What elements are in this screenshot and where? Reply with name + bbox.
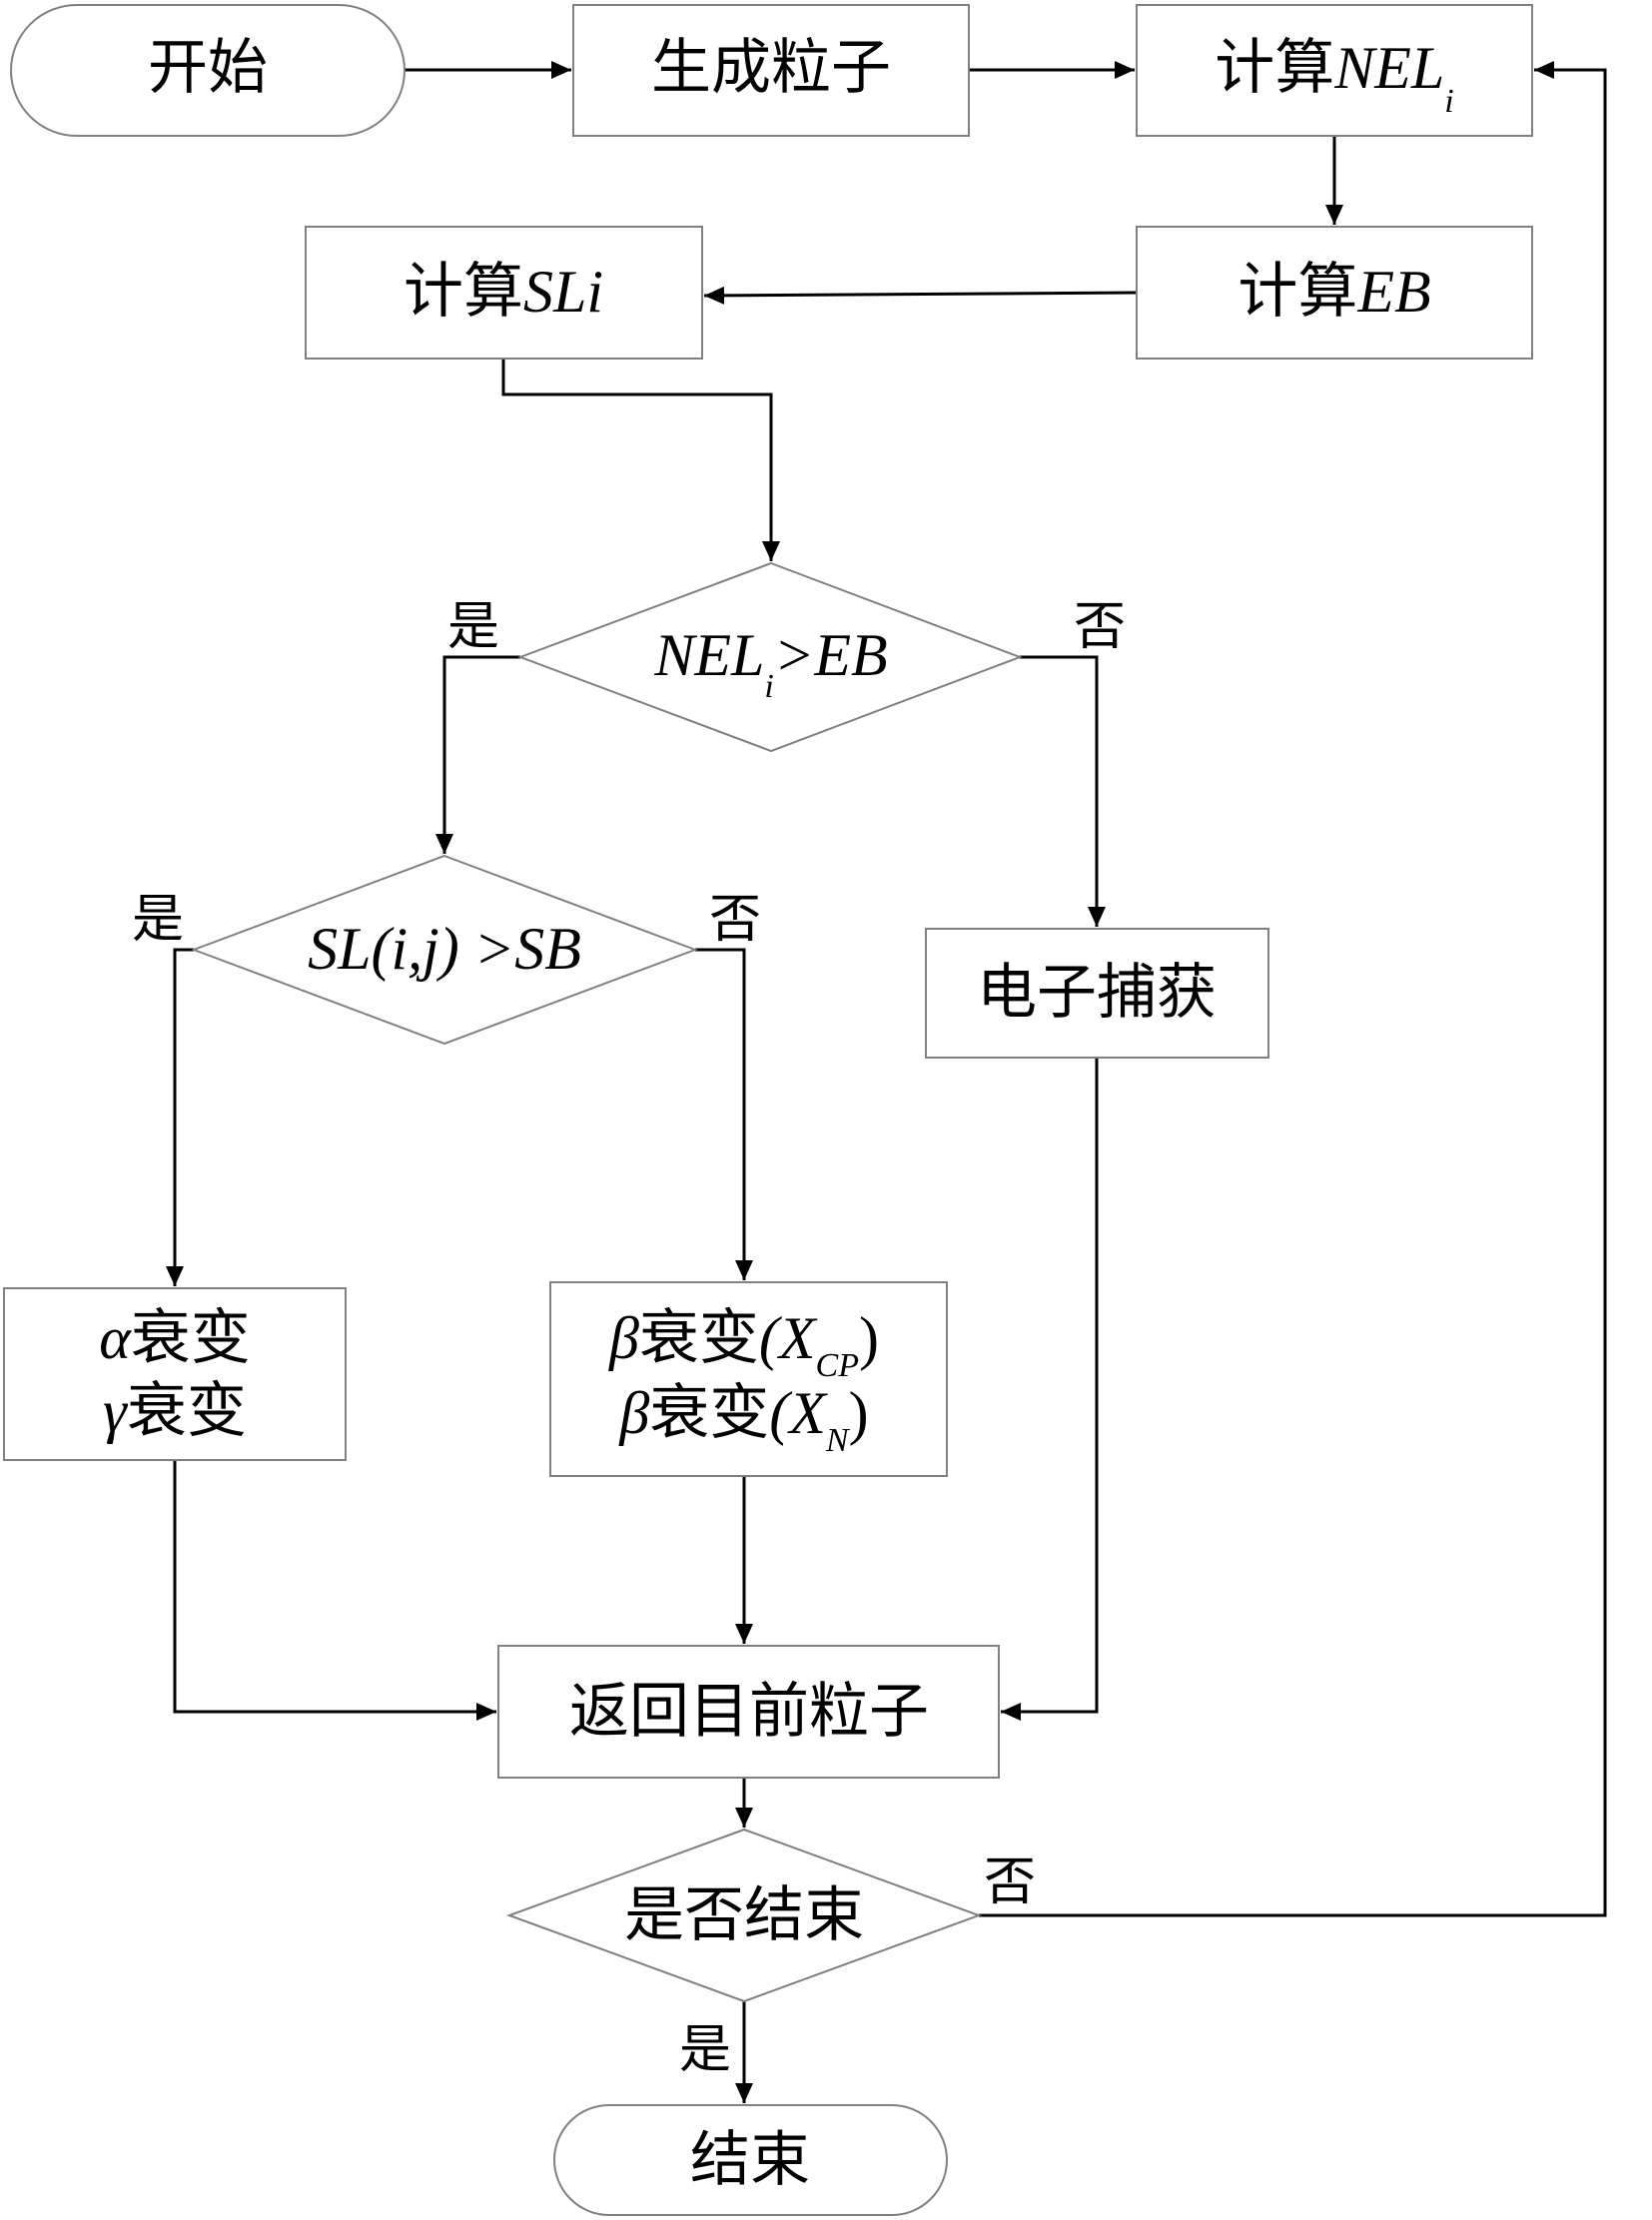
decision-nel-shape: [517, 561, 1023, 753]
beta-symbol-1: β: [608, 1305, 639, 1371]
calc-sli-shape: [305, 226, 703, 360]
generate-shape: [572, 4, 970, 137]
beta-decay-text-1: 衰变: [639, 1305, 759, 1371]
decision-sl-shape: [191, 854, 698, 1046]
alpha-gamma-shape: [3, 1287, 347, 1461]
calc-nel-label-var: NEL: [1333, 35, 1444, 101]
return-particle-shape: [497, 1645, 1000, 1779]
alpha-decay-label: α衰变: [99, 1305, 251, 1371]
edge-decision-sl-no: [695, 948, 753, 1280]
gamma-symbol: γ: [103, 1378, 128, 1444]
beta-decay-text-2: 衰变: [649, 1380, 769, 1446]
beta-decay-n-label: β衰变(XN): [618, 1380, 868, 1459]
edge-decision-nel-no: [1020, 655, 1106, 927]
gamma-decay-text: 衰变: [127, 1378, 247, 1444]
gamma-decay-label: γ衰变: [103, 1378, 247, 1444]
decision-nel-yes-label: 是: [447, 599, 499, 656]
calc-sli-label: 计算SLi: [404, 259, 603, 325]
beta-sub-n: N: [825, 1422, 851, 1459]
decision-finished-label: 是否结束: [624, 1882, 864, 1948]
beta-decay-box[interactable]: β衰变(XCP) β衰变(XN): [549, 1281, 948, 1477]
beta-var-2: (X: [769, 1380, 828, 1446]
decision-nel-label-rest: >EB: [774, 622, 888, 688]
edge-capture-to-return: [1001, 1058, 1099, 1721]
calc-nel-label-sub: i: [1444, 83, 1453, 120]
connectors: [166, 61, 1607, 2103]
beta-decay-shape: [549, 1281, 948, 1477]
calc-eb-label-var: EB: [1356, 259, 1430, 325]
calc-eb-box[interactable]: 计算EB: [1136, 226, 1533, 360]
start-terminal[interactable]: 开始: [10, 4, 406, 137]
electron-capture-shape: [925, 928, 1269, 1059]
return-particle-box[interactable]: 返回目前粒子: [497, 1645, 1000, 1779]
beta-close-1: ): [859, 1305, 879, 1371]
calc-eb-label: 计算EB: [1238, 259, 1430, 325]
calc-nel-label: 计算NELi: [1215, 35, 1454, 120]
calc-sli-label-var: SLi: [523, 259, 603, 325]
end-terminal[interactable]: 结束: [553, 2104, 948, 2216]
edge-decision-sl-yes: [166, 948, 194, 1286]
electron-capture-label: 电子捕获: [977, 960, 1217, 1026]
end-shape: [553, 2104, 948, 2216]
beta-sub-cp: CP: [816, 1347, 859, 1384]
decision-finished-shape: [506, 1828, 982, 2003]
decision-finished-yes-label: 是: [679, 2022, 731, 2079]
edge-calc-eb-to-calc-sli: [703, 286, 1138, 305]
generate-label: 生成粒子: [651, 35, 891, 101]
beta-var-1: (X: [759, 1305, 818, 1371]
electron-capture-box[interactable]: 电子捕获: [925, 928, 1269, 1059]
alpha-decay-text: 衰变: [131, 1305, 251, 1371]
decision-finished[interactable]: 是否结束: [506, 1828, 982, 2003]
decision-nel-gt-eb[interactable]: NELi>EB: [517, 561, 1023, 753]
calc-nel-label-cn: 计算: [1215, 35, 1334, 101]
decision-sl-label: SL(i,j) >SB: [308, 916, 581, 982]
alpha-gamma-decay-box[interactable]: α衰变 γ衰变: [3, 1287, 347, 1461]
decision-finished-no-label: 否: [984, 1854, 1036, 1911]
decision-sl-no-label: 否: [709, 892, 761, 949]
calc-nel-shape: [1136, 4, 1533, 137]
decision-nel-label: NELi>EB: [653, 622, 887, 705]
calc-nel-box[interactable]: 计算NELi: [1136, 4, 1533, 137]
decision-sl-gt-sb[interactable]: SL(i,j) >SB: [191, 854, 698, 1046]
start-shape: [10, 4, 406, 137]
decision-nel-label-var: NEL: [653, 622, 764, 688]
start-label: 开始: [148, 35, 268, 101]
edge-alpha-to-return: [173, 1460, 496, 1721]
calc-sli-label-cn: 计算: [404, 259, 523, 325]
alpha-symbol: α: [99, 1305, 132, 1371]
edge-decision-end-no-loop: [979, 61, 1607, 1917]
end-label: 结束: [690, 2127, 810, 2193]
beta-close-2: ): [849, 1380, 869, 1446]
decision-nel-no-label: 否: [1074, 599, 1126, 656]
edge-decision-nel-yes: [435, 655, 520, 854]
calc-eb-shape: [1136, 226, 1533, 360]
beta-decay-cp-label: β衰变(XCP): [608, 1305, 879, 1384]
decision-sl-yes-label: 是: [132, 892, 184, 949]
return-particle-label: 返回目前粒子: [569, 1679, 929, 1745]
beta-symbol-2: β: [618, 1380, 649, 1446]
calc-eb-label-cn: 计算: [1238, 259, 1357, 325]
calc-sli-box[interactable]: 计算SLi: [305, 226, 703, 360]
decision-nel-label-sub: i: [764, 668, 773, 705]
edge-calc-sli-to-decision-nel: [501, 359, 780, 561]
generate-particles-box[interactable]: 生成粒子: [572, 4, 970, 137]
